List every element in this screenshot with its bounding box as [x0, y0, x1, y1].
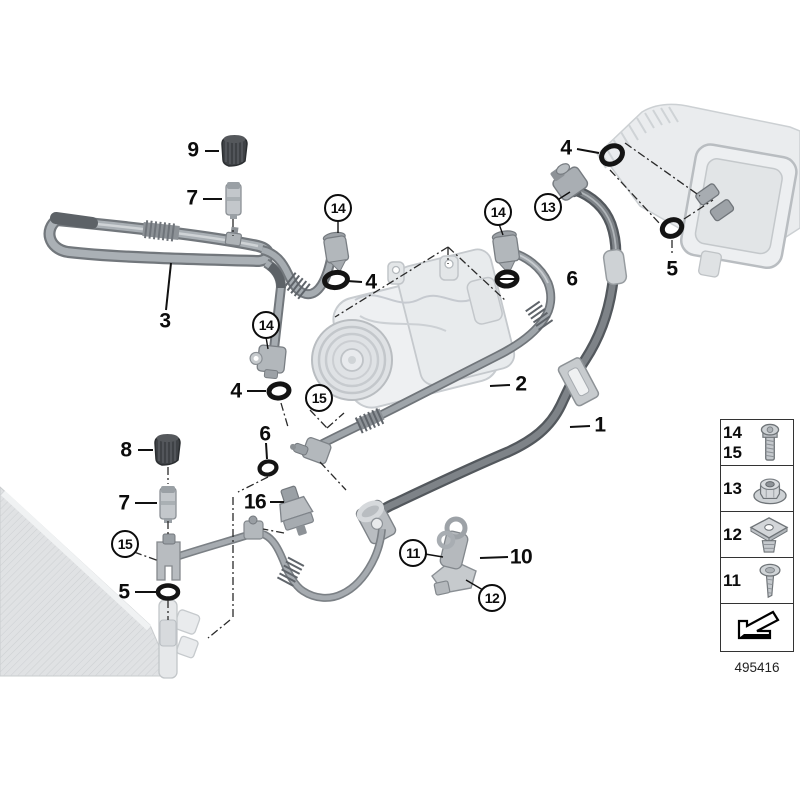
o-ring	[599, 143, 625, 167]
legend-row: 11	[721, 558, 793, 604]
callout-5: 5	[666, 257, 678, 281]
pipe1-end-connector	[355, 499, 397, 545]
pipe2-fitting	[491, 230, 520, 275]
pipe1-top-fitting	[550, 163, 589, 201]
o-ring	[155, 583, 181, 601]
callout-7: 7	[186, 186, 198, 210]
pipe1-label-tag	[557, 357, 600, 407]
o-ring	[266, 381, 292, 401]
suction-hose-3	[43, 212, 350, 380]
legend-label: 12	[723, 524, 742, 544]
callout-9: 9	[187, 138, 199, 162]
bolt-icon	[760, 423, 780, 461]
callout-10: 10	[509, 545, 533, 569]
legend-label: 13	[723, 478, 742, 498]
callout-16: 16	[243, 490, 267, 514]
callout-4: 4	[560, 136, 572, 160]
callout-15: 15	[111, 530, 139, 558]
hose3-fitting	[249, 344, 287, 380]
evaporator-unit	[596, 103, 800, 278]
callout-11: 11	[399, 539, 427, 567]
callout-7: 7	[118, 491, 130, 515]
service-valve	[159, 486, 177, 523]
assembly-dash-lines	[133, 142, 714, 639]
callout-4: 4	[230, 379, 242, 403]
valve-cap	[154, 434, 181, 466]
callout-14: 14	[324, 194, 352, 222]
callout-5: 5	[118, 580, 130, 604]
condenser-fitting	[156, 533, 181, 581]
direction-arrow-icon	[737, 610, 780, 639]
callout-12: 12	[478, 584, 506, 612]
ac-compressor	[311, 248, 516, 409]
o-ring	[659, 217, 685, 239]
callout-2: 2	[515, 372, 527, 396]
evaporator-flange-plate	[679, 143, 798, 270]
callout-6: 6	[259, 422, 271, 446]
callout-13: 13	[534, 193, 562, 221]
pipe-bracket	[431, 516, 477, 596]
evaporator-port	[709, 199, 735, 222]
compressor-pulley	[311, 319, 393, 401]
legend-row: 12	[721, 512, 793, 558]
callout-3: 3	[159, 309, 171, 333]
callout-6: 6	[566, 267, 578, 291]
o-ring	[257, 459, 279, 477]
evaporator-port	[695, 183, 720, 206]
legend-row: 13	[721, 466, 793, 512]
valve-cap	[221, 135, 248, 167]
condenser-hose	[156, 515, 386, 602]
legend-label: 11	[723, 570, 741, 590]
pipe2-end-fitting	[290, 437, 332, 465]
callout-4: 4	[365, 270, 377, 294]
legend-label: 14	[723, 422, 742, 442]
pressure-sensor	[279, 485, 314, 536]
screw-icon	[759, 563, 781, 598]
pressure-pipe-2	[290, 230, 556, 465]
flange-nut-icon	[753, 478, 787, 504]
hose3-fitting	[322, 231, 350, 273]
expansion-clip-icon	[749, 516, 789, 553]
callout-15: 15	[305, 384, 333, 412]
condenser	[0, 486, 201, 679]
callout-1: 1	[594, 413, 606, 437]
legend-label: 15	[723, 442, 742, 462]
callout-14: 14	[252, 311, 280, 339]
callout-8: 8	[120, 438, 132, 462]
o-ring	[322, 269, 350, 291]
leader-lines	[135, 148, 600, 593]
service-valve	[225, 182, 242, 219]
diagram-part-number: 495416	[734, 660, 780, 675]
legend-row	[721, 604, 793, 651]
callout-14: 14	[484, 198, 512, 226]
suction-pipe-1	[355, 163, 628, 545]
